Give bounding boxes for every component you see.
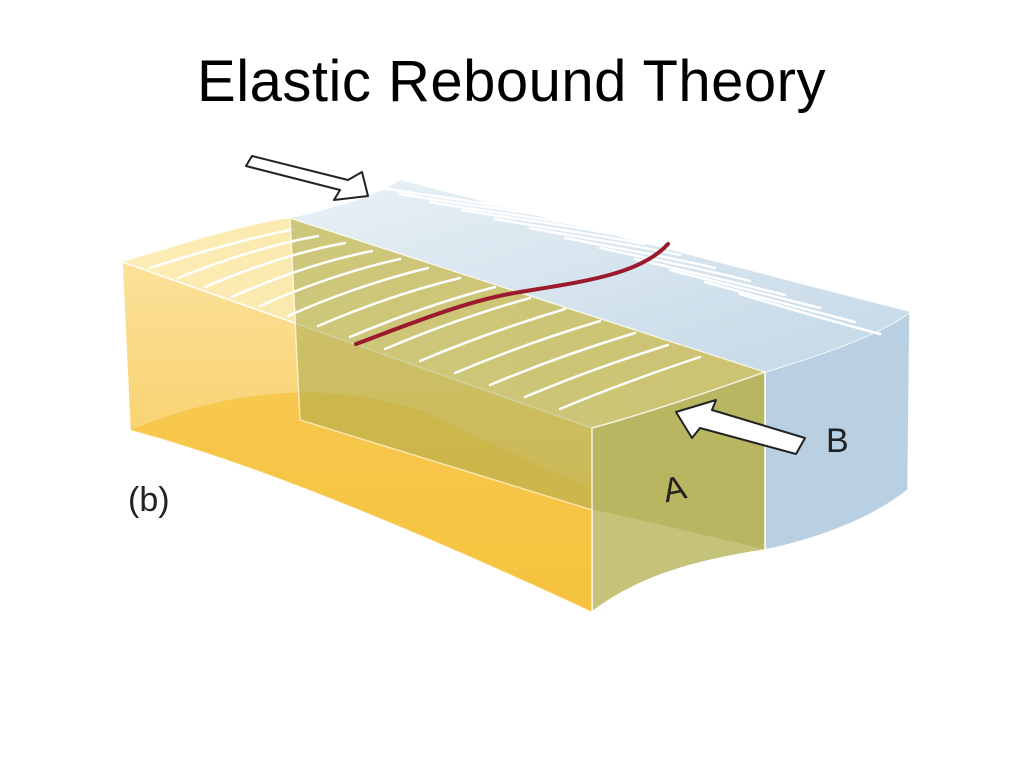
strain-lines [148,184,882,411]
panel-label: (b) [128,481,170,519]
deformed-fence-line [354,242,670,346]
block-b-label: B [826,422,849,460]
compression-arrow-icon [675,399,806,455]
compression-arrow-icon [245,155,369,201]
slide-title: Elastic Rebound Theory [197,49,826,114]
